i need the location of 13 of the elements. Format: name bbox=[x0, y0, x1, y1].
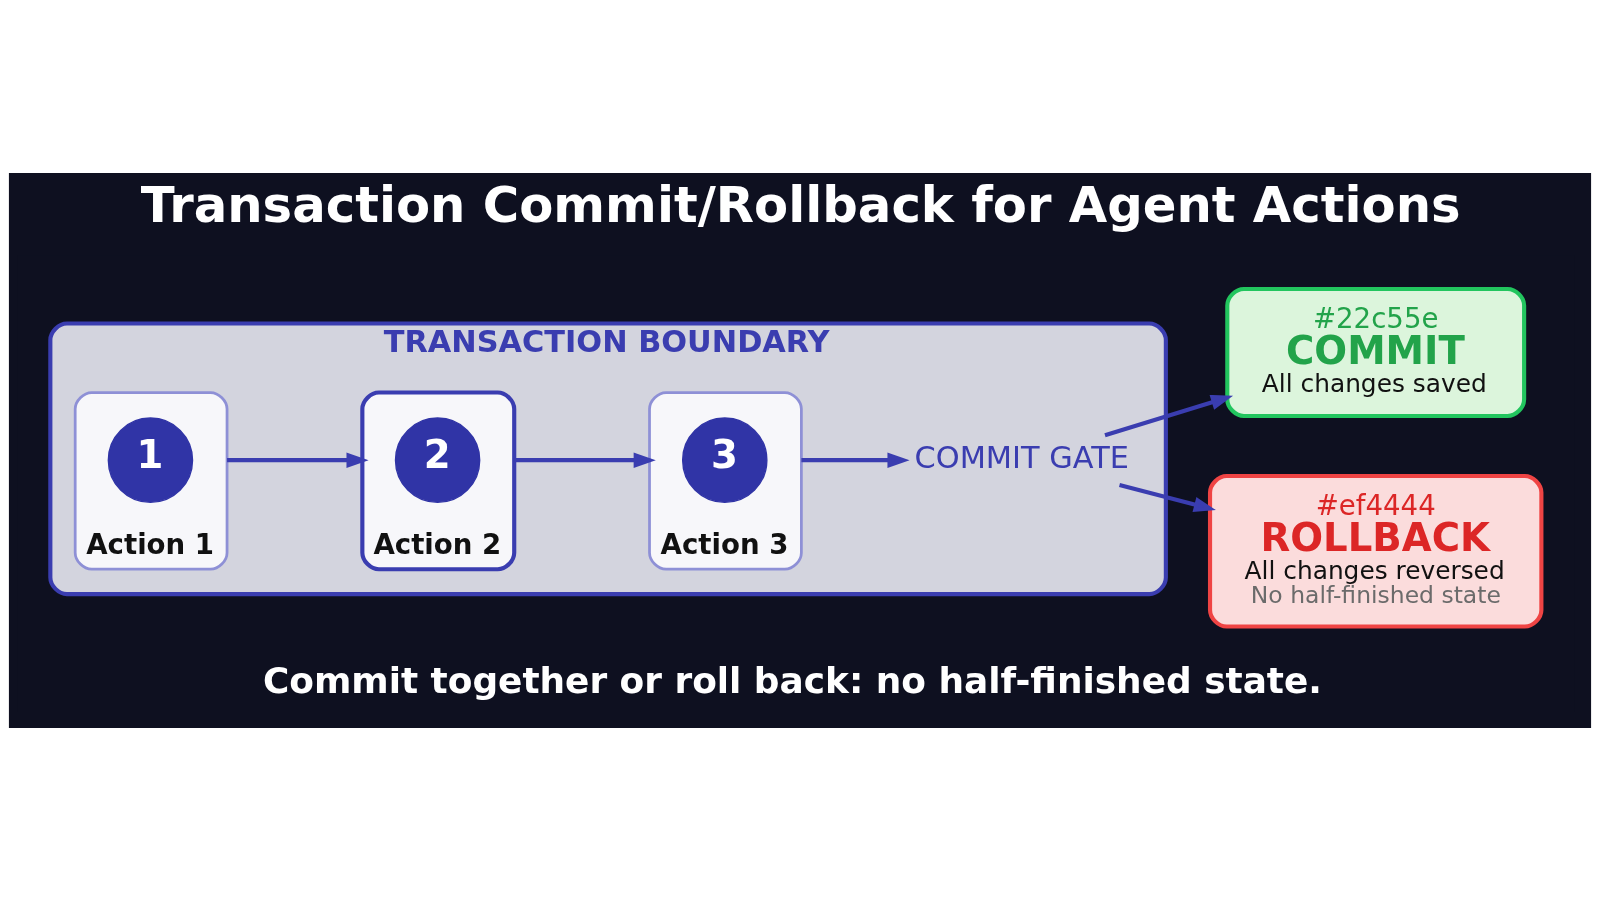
node-circle: 1 bbox=[107, 416, 194, 503]
arrow bbox=[801, 451, 910, 468]
caption: Commit together or roll back: no half-finished state. bbox=[262, 659, 1322, 701]
diagram-title: Transaction Commit/Rollback for Agent Actions bbox=[140, 175, 1461, 234]
node-box: #ef4444 ROLLBACK All changes reversed No half-finished state bbox=[1207, 473, 1544, 629]
node-circle: 3 bbox=[681, 416, 768, 503]
node-text: COMMIT GATE bbox=[914, 439, 1129, 475]
arrow bbox=[227, 451, 369, 468]
node-circle: 2 bbox=[394, 416, 481, 503]
arrow bbox=[1104, 394, 1234, 437]
arrow bbox=[1118, 482, 1216, 512]
arrow bbox=[514, 451, 656, 468]
node-box: #22c55e COMMIT All changes saved bbox=[1225, 286, 1527, 418]
